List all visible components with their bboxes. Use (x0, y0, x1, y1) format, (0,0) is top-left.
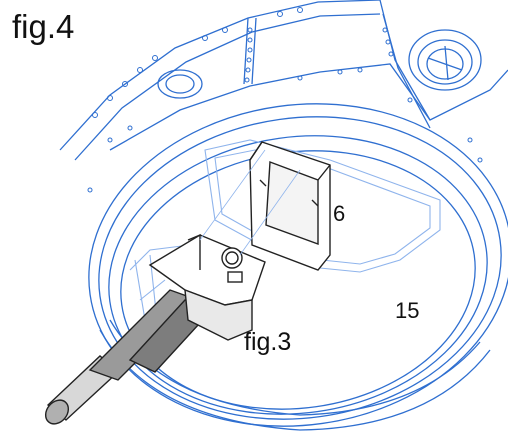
part-number-6-label: 6 (333, 201, 346, 226)
part-6-frame (249, 141, 331, 271)
figure-reference-label: fig.3 (244, 328, 292, 356)
leader-lines (199, 149, 301, 256)
figure-title-label: fig.4 (12, 8, 75, 45)
housing-rivets (87, 7, 483, 193)
part-number-15-label: 15 (395, 298, 420, 323)
fig3-gun-block (44, 233, 266, 425)
